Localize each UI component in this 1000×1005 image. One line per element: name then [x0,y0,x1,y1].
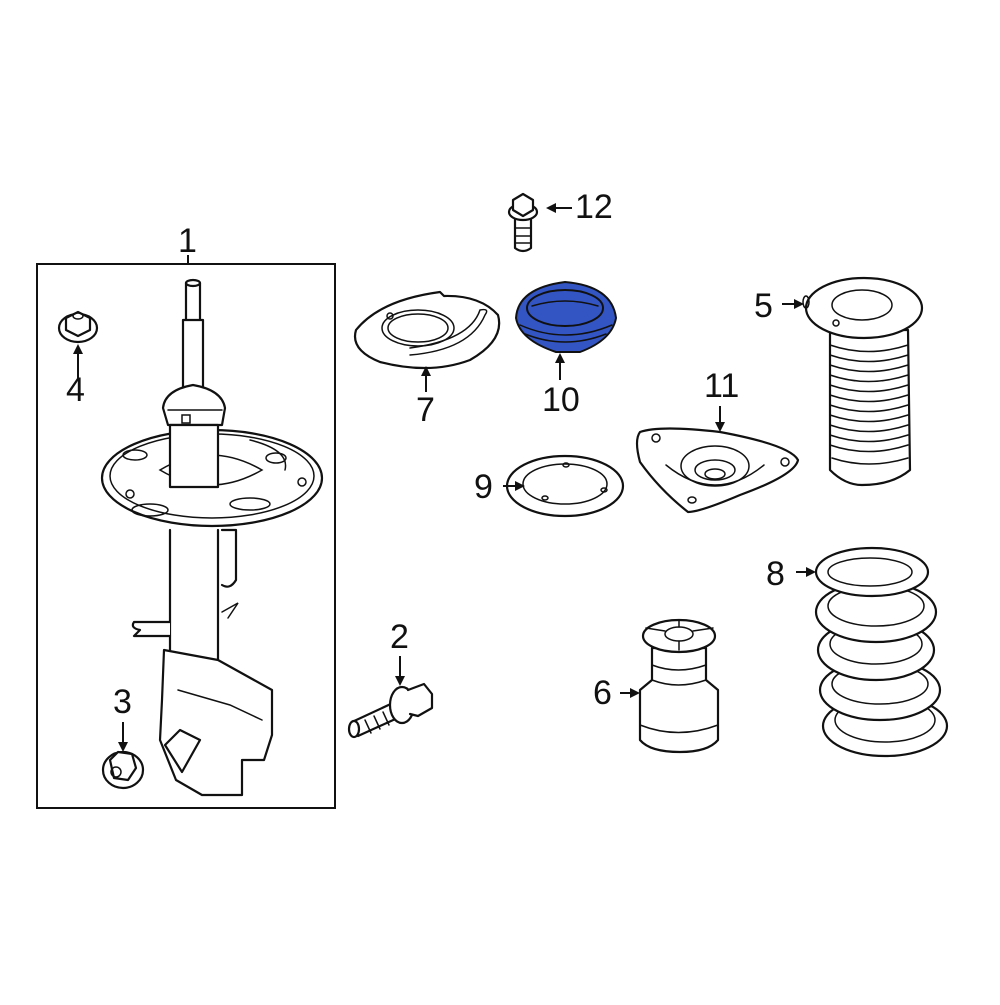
callout-2: 2 [390,618,409,656]
coil-spring-part-8[interactable] [796,546,949,758]
callout-5: 5 [754,287,773,325]
callout-10: 10 [542,381,580,419]
bolt-part-2[interactable] [347,656,434,739]
bump-stop-part-6[interactable] [620,618,720,754]
callout-9: 9 [474,468,493,506]
dust-boot-part-5[interactable] [782,276,924,487]
callout-8: 8 [766,555,785,593]
upper-mount-bearing-part-10[interactable] [514,280,618,380]
strut-mount-part-11[interactable] [635,406,800,514]
bolt-part-12[interactable] [507,192,572,253]
nut-part-3[interactable] [101,722,145,790]
callout-7: 7 [416,391,435,429]
callout-4: 4 [66,371,85,409]
callout-6: 6 [593,674,612,712]
insulator-part-9[interactable] [503,454,625,518]
strut-assembly-part[interactable] [100,278,324,797]
callout-3: 3 [113,683,132,721]
callout-12: 12 [575,188,613,226]
callout-11: 11 [704,367,740,405]
strut-assembly-box [36,255,336,809]
callout-1: 1 [178,222,197,260]
nut-part-4[interactable] [57,310,99,380]
spring-seat-part-7[interactable] [353,290,501,392]
